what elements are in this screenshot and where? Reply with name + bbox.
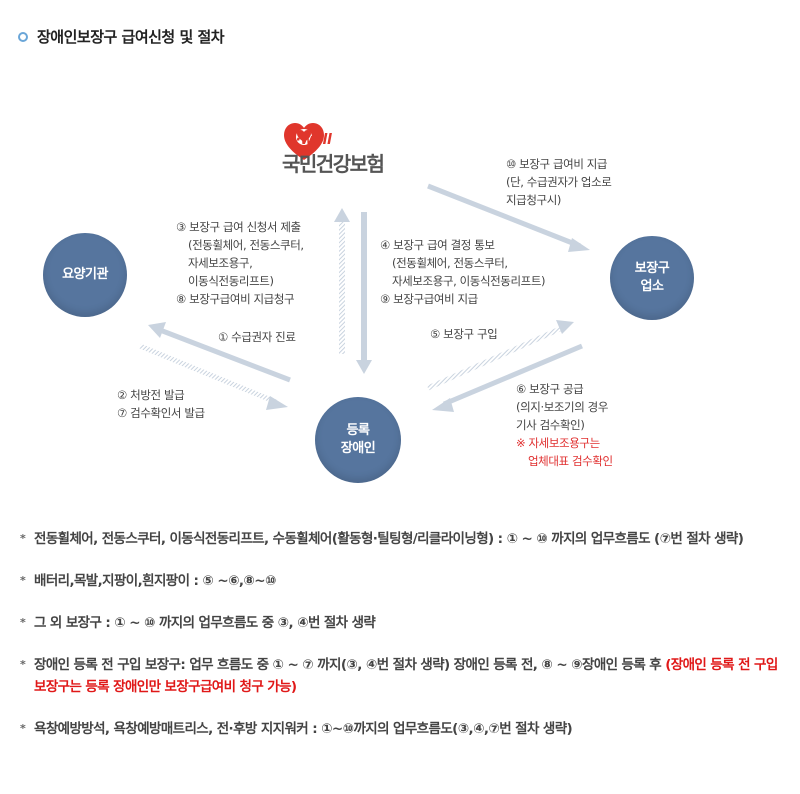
arrow-layer — [139, 183, 590, 412]
label-line: ⑤ 보장구 구입 — [430, 327, 498, 341]
label-line: ⑦ 검수확인서 발급 — [117, 406, 205, 420]
label-step-1: ① 수급권자 진료 — [218, 328, 296, 346]
title-bullet-icon — [18, 31, 28, 42]
section-title-row: 장애인보장구 급여신청 및 절차 — [18, 26, 225, 47]
arrow-up-to-nhis — [334, 208, 350, 354]
label-line: ③ 보장구 급여 신청서 제출 — [176, 220, 301, 234]
arrow-care-to-disabled — [139, 343, 288, 410]
note-text: 장애인 등록 전 구입 보장구: 업무 흐름도 중 ① ~ ⑦ 까지(③, ④번… — [34, 657, 666, 673]
notes-list: * 전동휠체어, 전동스쿠터, 이동식전동리프트, 수동휠체어(활동형·틸팅형/… — [20, 528, 790, 760]
label-line: (전동휠체어, 전동스쿠터, — [188, 238, 304, 252]
asterisk-icon: * — [20, 532, 26, 545]
asterisk-icon: * — [20, 658, 26, 671]
label-line: ⑩ 보장구 급여비 지급 — [506, 157, 608, 171]
label-step-5: ⑤ 보장구 구입 — [430, 325, 498, 343]
label-line: (의지·보조기의 경우 — [516, 400, 609, 414]
node-care-institution: 요양기관 — [43, 233, 127, 317]
note-highlight: (장애인 등록 전 구입 보장구는 등록 장애인만 보장구급여비 청구 가능) — [34, 657, 778, 695]
arrow-down-to-disabled — [356, 212, 372, 374]
label-step-2-7: ② 처방전 발급 ⑦ 검수확인서 발급 — [117, 386, 205, 422]
note-text: 욕창예방방석, 욕창예방매트리스, 전·후방 지지워커 : ①~⑩까지의 업무흐… — [34, 721, 573, 737]
label-step-3-8: ③ 보장구 급여 신청서 제출 (전동휠체어, 전동스쿠터, 자세보조용구, 이… — [176, 218, 304, 308]
node-label: 요양기관 — [62, 267, 108, 282]
label-line: ⑧ 보장구급여비 지급청구 — [176, 292, 295, 306]
label-line: (단, 수급권자가 업소로 — [506, 175, 612, 189]
logo-tagline: h·well — [286, 132, 332, 148]
page-title: 장애인보장구 급여신청 및 절차 — [37, 28, 225, 46]
note-item: * 욕창예방방석, 욕창예방매트리스, 전·후방 지지워커 : ①~⑩까지의 업… — [20, 718, 790, 740]
label-step-4-9: ④ 보장구 급여 결정 통보 (전동휠체어, 전동스쿠터, 자세보조용구, 이동… — [380, 236, 546, 308]
note-item: * 그 외 보장구 : ① ~ ⑩ 까지의 업무흐름도 중 ③, ④번 절차 생… — [20, 612, 790, 634]
label-line: 이동식전동리프트) — [188, 274, 274, 288]
label-line: ① 수급권자 진료 — [218, 330, 296, 344]
logo-name: 국민건강보험 — [282, 152, 385, 176]
asterisk-icon: * — [20, 616, 26, 629]
note-text: 전동휠체어, 전동스쿠터, 이동식전동리프트, 수동휠체어(활동형·틸팅형/리클… — [34, 531, 744, 547]
arrow-disabled-to-care — [148, 322, 291, 383]
arrow-nhis-to-vendor — [427, 183, 590, 252]
node-label: 장애인 — [340, 441, 376, 456]
arrow-vendor-to-disabled — [432, 343, 583, 412]
label-line: (전동휠체어, 전동스쿠터, — [392, 256, 508, 270]
asterisk-icon: * — [20, 574, 26, 587]
node-label: 등록 — [346, 423, 370, 438]
label-line: ⑨ 보장구급여비 지급 — [380, 292, 478, 306]
heart-icon — [284, 123, 324, 160]
note-item: * 전동휠체어, 전동스쿠터, 이동식전동리프트, 수동휠체어(활동형·틸팅형/… — [20, 528, 790, 550]
label-line: ⑥ 보장구 공급 — [516, 382, 584, 396]
asterisk-icon: * — [20, 722, 26, 735]
label-step-10: ⑩ 보장구 급여비 지급 (단, 수급권자가 업소로 지급청구시) — [506, 155, 612, 209]
label-line: ④ 보장구 급여 결정 통보 — [380, 238, 495, 252]
label-line: 업체대표 검수확인 — [528, 454, 613, 468]
nhis-logo: h·well 국민건강보험 — [282, 120, 452, 180]
label-line: ② 처방전 발급 — [117, 388, 185, 402]
label-line: 자세보조용구, — [188, 256, 253, 270]
node-label: 보장구 — [634, 261, 670, 276]
label-line: ※ 자세보조용구는 — [516, 436, 600, 450]
note-text: 배터리,목발,지팡이,흰지팡이 : ⑤ ~⑥,⑧~⑩ — [34, 573, 276, 589]
note-item: * 배터리,목발,지팡이,흰지팡이 : ⑤ ~⑥,⑧~⑩ — [20, 570, 790, 592]
label-line: 자세보조용구, 이동식전동리프트) — [392, 274, 546, 288]
note-item: * 장애인 등록 전 구입 보장구: 업무 흐름도 중 ① ~ ⑦ 까지(③, … — [20, 654, 790, 698]
arrow-disabled-to-vendor — [426, 320, 574, 391]
node-label: 업소 — [640, 279, 664, 294]
note-text: 그 외 보장구 : ① ~ ⑩ 까지의 업무흐름도 중 ③, ④번 절차 생략 — [34, 615, 376, 631]
label-line: 기사 검수확인) — [516, 418, 585, 432]
label-step-6: ⑥ 보장구 공급 (의지·보조기의 경우 기사 검수확인) ※ 자세보조용구는 … — [516, 380, 613, 470]
label-line: 지급청구시) — [506, 193, 561, 207]
